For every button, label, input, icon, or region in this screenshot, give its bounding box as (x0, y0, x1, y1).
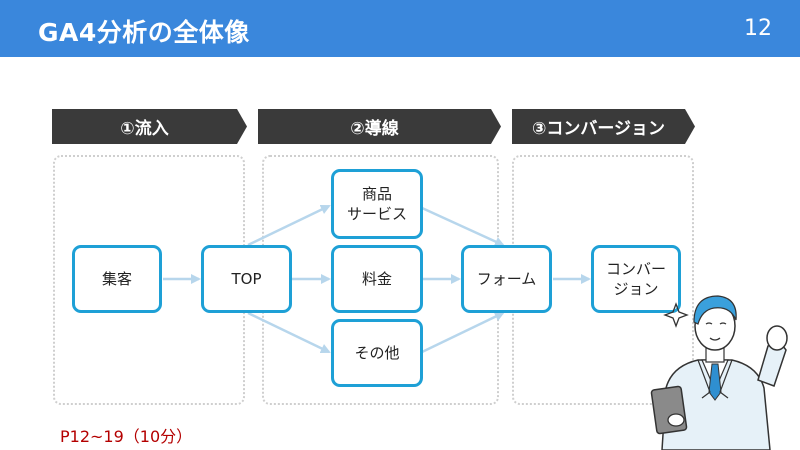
phase-conversion-banner: ③コンバージョン (512, 109, 695, 144)
arrow-top-to-other (247, 311, 331, 354)
arrow-product-to-form (421, 206, 505, 247)
node-form: フォーム (461, 245, 552, 313)
page-number: 12 (744, 16, 772, 41)
arrow-top-to-product (247, 204, 331, 247)
node-top: TOP (201, 245, 292, 313)
phase-navigation-banner: ②導線 (258, 109, 501, 144)
node-acquisition: 集客 (72, 245, 162, 313)
node-conversion: コンバー ジョン (591, 245, 681, 313)
page-range-note: P12~19（10分） (60, 427, 193, 446)
node-product-service: 商品 サービス (331, 169, 423, 239)
node-other: その他 (331, 319, 423, 387)
slide-title: GA4分析の全体像 (38, 18, 250, 47)
node-pricing: 料金 (331, 245, 423, 313)
slide-header: GA4分析の全体像 12 (0, 0, 800, 57)
businessman-illustration (650, 295, 789, 450)
phase-inflow-banner: ①流入 (52, 109, 247, 144)
arrow-other-to-form (421, 311, 505, 354)
